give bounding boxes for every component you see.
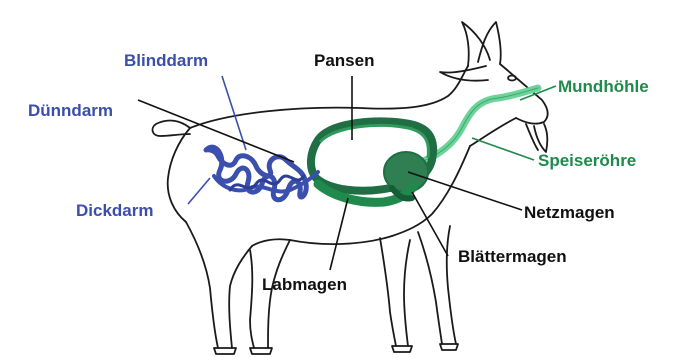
label-blinddarm: Blinddarm <box>124 51 208 70</box>
label-dickdarm: Dickdarm <box>76 201 153 220</box>
label-pansen: Pansen <box>314 51 374 70</box>
label-duenndarm: Dünndarm <box>28 101 113 120</box>
leader-lines <box>138 76 556 270</box>
label-blaettermagen: Blättermagen <box>458 247 567 266</box>
leader-labmagen <box>330 198 348 270</box>
label-netzmagen: Netzmagen <box>524 203 615 222</box>
leader-netzmagen <box>408 172 522 210</box>
intestine-coils <box>206 147 306 200</box>
label-speiseroehre: Speiseröhre <box>538 151 636 170</box>
label-mundhoehle: Mundhöhle <box>558 77 649 96</box>
leader-speiseroehre <box>472 138 534 160</box>
leader-dickdarm <box>188 178 210 204</box>
label-labmagen: Labmagen <box>262 275 347 294</box>
